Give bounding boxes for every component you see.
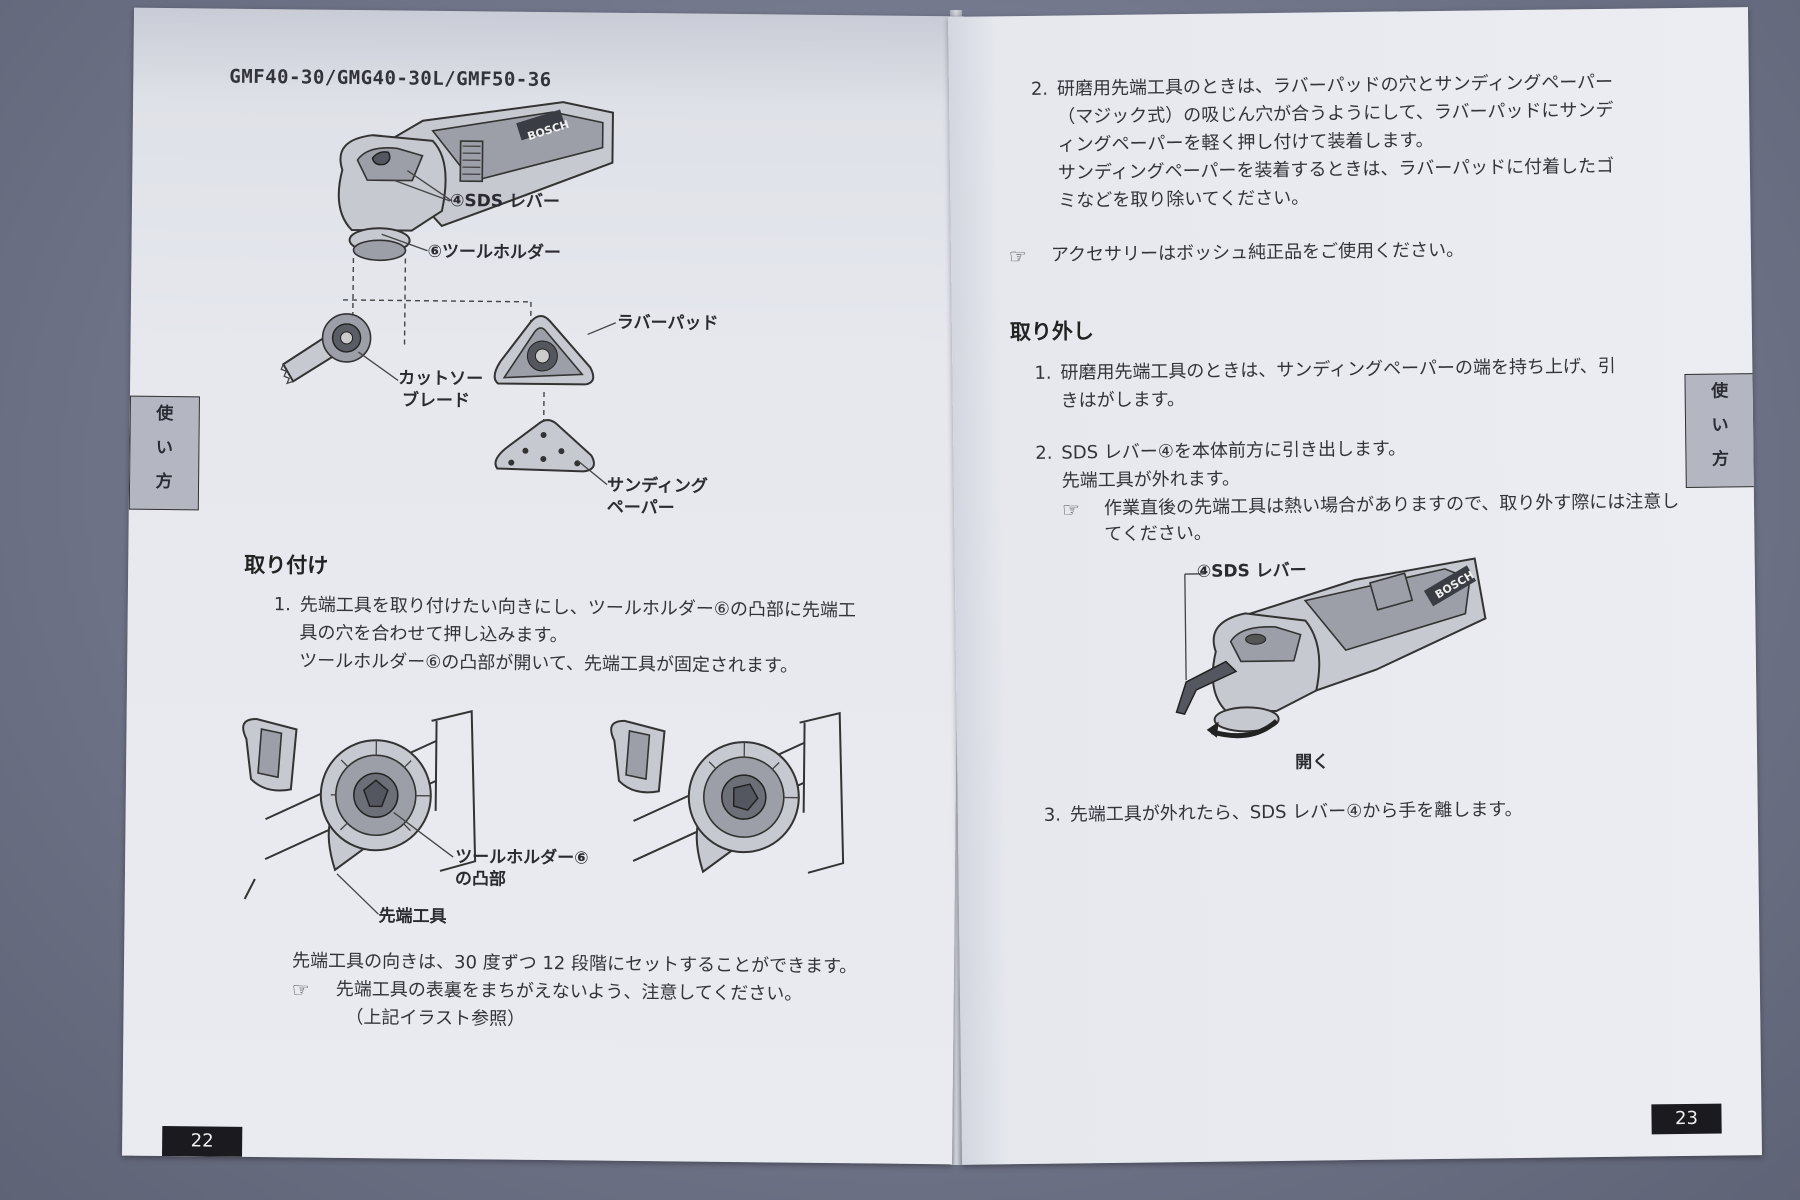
r-step2-line5: ミなどを取り除いてください。 [1058,187,1310,212]
callout-tool-holder: ⑥ツールホルダー [427,241,561,264]
r-removal-step2-line2: 先端工具が外れます。 [1061,468,1241,492]
tab-char-1: 使 [156,403,174,425]
tab-char-3: 方 [155,471,173,493]
r-removal-step2-number: 2. [1035,442,1053,464]
leader-tip-tool [336,873,380,915]
step1-number: 1. [273,594,292,616]
leader-cut-saw-blade [358,351,399,382]
callout-holder-boss-line2: の凸部 [454,869,507,890]
heading-removal: 取り外し [1009,319,1095,345]
sds-lever-removal-illustration: BOSCH [1175,557,1487,739]
holder-closeup-illustration-left [242,709,477,900]
note-hand-icon: ☞ [291,977,310,1002]
section-tab-usage: 使 い 方 [128,395,200,511]
r-caution-hand-icon: ☞ [1061,497,1081,522]
holder-closeup-illustration-right [610,711,845,874]
callout-sanding-paper-line2: ペーパー [606,497,675,519]
step1-line2: 具の穴を合わせて押し込みます。 [299,622,568,647]
r-step2-number: 2. [1030,78,1049,100]
tab-char-2: い [155,437,174,459]
r-removal-step1-number: 1. [1034,362,1052,384]
model-numbers: GMF40-30/GMG40-30L/GMF50-36 [229,65,552,92]
r-callout-open: 開く [1295,752,1330,773]
cut-saw-blade-illustration [280,313,372,385]
r-step2-line2: （マジック式）の吸じん穴が合うようにして、ラバーパッドにサンデ [1057,99,1614,128]
caution-line2: （上記イラスト参照） [345,1006,526,1030]
r-removal-step1-line1: 研磨用先端工具のときは、サンディングペーパーの端を持ち上げ、引 [1060,355,1616,384]
rubber-pad-illustration [493,314,595,386]
r-tab-char-1: 使 [1711,381,1729,402]
accessory-note: アクセサリーはボッシュ純正品をご使用ください。 [1050,239,1465,266]
r-step3-number: 3. [1043,804,1062,826]
callout-cut-saw-blade-line1: カットソー [398,368,484,390]
callout-sds-lever: ④SDS レバー [449,191,561,213]
r-removal-step1-line2: きはがします。 [1060,389,1186,412]
step1-line3: ツールホルダー⑥の凸部が開いて、先端工具が固定されます。 [299,650,799,677]
page-number-22: 22 [162,1126,243,1157]
page-number-23: 23 [1651,1103,1722,1135]
sanding-paper-illustration [494,419,595,473]
heading-attachment: 取り付け [244,552,329,578]
r-section-tab-usage: 使 い 方 [1684,373,1756,488]
callout-sanding-paper-line1: サンディング [606,475,708,497]
pad-paper-guide [543,391,545,421]
r-step2-line4: サンディングペーパーを装着するときは、ラバーパッドに付着したゴ [1057,155,1615,184]
right-page: 2. 研磨用先端工具のときは、ラバーパッドの穴とサンディングペーパー （マジック… [948,7,1762,1165]
r-step3-text: 先端工具が外れたら、SDS レバー④から手を離します。 [1069,798,1523,826]
r-tab-char-3: 方 [1711,449,1730,470]
r-caution-line2: てください。 [1104,522,1212,546]
leader-sanding-paper [576,459,608,486]
left-page: GMF40-30/GMG40-30L/GMF50-36 BOSCH ④SDS レ… [122,7,964,1165]
r-callout-sds-lever: ④SDS レバー [1196,560,1307,582]
callout-rubber-pad: ラバーパッド [616,312,719,334]
r-removal-step2-line1: SDS レバー④を本体前方に引き出します。 [1061,438,1407,464]
leader-rubber-pad [587,322,617,336]
leader-sds-lever [394,179,451,202]
leader-tool-holder [381,233,428,252]
r-tab-char-2: い [1711,415,1729,436]
leader-holder-boss [393,811,454,858]
callout-tip-tool: 先端工具 [378,906,447,928]
callout-holder-boss-line1: ツールホルダー⑥ [455,847,589,869]
r-note-hand-icon: ☞ [1008,243,1028,269]
callout-cut-saw-blade-line2: ブレード [401,390,471,412]
r-caution-line1: 作業直後の先端工具は熱い場合がありますので、取り外す際には注意し [1103,491,1680,520]
